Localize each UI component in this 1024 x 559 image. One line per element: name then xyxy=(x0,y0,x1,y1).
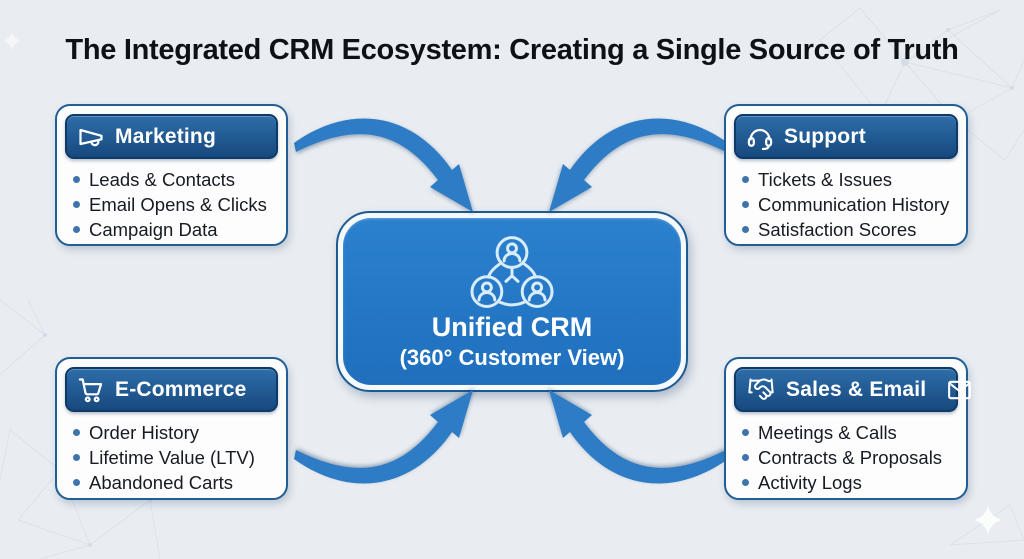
envelope-icon xyxy=(946,378,973,402)
sales-email-header: Sales & Email xyxy=(734,367,972,412)
support-header: Support xyxy=(734,114,958,159)
list-item: Campaign Data xyxy=(71,217,286,242)
headset-icon xyxy=(746,123,774,151)
page-title: The Integrated CRM Ecosystem: Creating a… xyxy=(65,34,959,66)
list-item: Communication History xyxy=(740,192,966,217)
list-item: Abandoned Carts xyxy=(71,470,286,495)
arrow-support-to-crm xyxy=(549,118,728,212)
marketing-items: Leads & Contacts Email Opens & Clicks Ca… xyxy=(57,167,286,242)
list-item: Email Opens & Clicks xyxy=(71,192,286,217)
shopping-cart-icon xyxy=(77,376,105,404)
ecommerce-label: E-Commerce xyxy=(115,377,247,401)
list-item: Leads & Contacts xyxy=(71,167,286,192)
ecommerce-card: E-Commerce Order History Lifetime Value … xyxy=(55,357,288,500)
list-item: Tickets & Issues xyxy=(740,167,966,192)
sales-email-items: Meetings & Calls Contracts & Proposals A… xyxy=(726,420,966,495)
arrow-ecommerce-to-crm xyxy=(294,390,473,484)
unified-crm-box: Unified CRM (360° Customer View) xyxy=(336,211,688,392)
support-items: Tickets & Issues Communication History S… xyxy=(726,167,966,242)
list-item: Contracts & Proposals xyxy=(740,445,966,470)
list-item: Lifetime Value (LTV) xyxy=(71,445,286,470)
ecommerce-header: E-Commerce xyxy=(65,367,278,412)
arrow-marketing-to-crm xyxy=(294,118,473,212)
sparkle-decoration xyxy=(974,506,1002,534)
center-subtitle: (360° Customer View) xyxy=(399,344,625,370)
marketing-header: Marketing xyxy=(65,114,278,159)
support-card: Support Tickets & Issues Communication H… xyxy=(724,104,968,246)
list-item: Satisfaction Scores xyxy=(740,217,966,242)
users-network-icon xyxy=(470,236,554,309)
sales-email-card: Sales & Email Meetings & Calls Contracts… xyxy=(724,357,972,500)
handshake-icon xyxy=(746,376,776,404)
marketing-card: Marketing Leads & Contacts Email Opens &… xyxy=(55,104,288,246)
megaphone-icon xyxy=(77,123,105,151)
list-item: Activity Logs xyxy=(740,470,966,495)
list-item: Order History xyxy=(71,420,286,445)
ecommerce-items: Order History Lifetime Value (LTV) Aband… xyxy=(57,420,286,495)
arrow-sales-to-crm xyxy=(549,390,728,484)
sales-email-label: Sales & Email xyxy=(786,377,927,401)
list-item: Meetings & Calls xyxy=(740,420,966,445)
support-label: Support xyxy=(784,124,866,148)
marketing-label: Marketing xyxy=(115,124,216,148)
center-title: Unified CRM xyxy=(431,312,593,343)
